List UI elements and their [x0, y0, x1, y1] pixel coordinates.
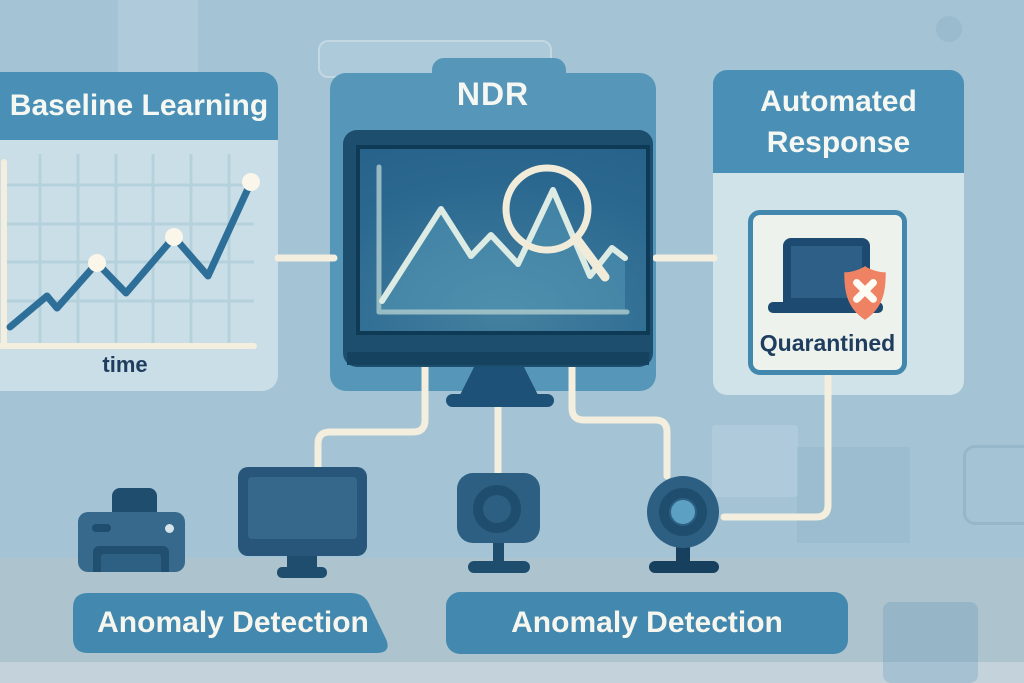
baseline-panel-body — [0, 140, 278, 391]
baseline-panel-header: Baseline Learning — [0, 72, 278, 140]
automated-title-line1: Automated — [760, 84, 917, 118]
ndr-monitor-bottom-strip — [347, 352, 649, 365]
printer-light — [165, 524, 174, 533]
baseline-panel-title: Baseline Learning — [9, 89, 269, 122]
desktop-screen — [248, 477, 357, 539]
round-webcam-lens — [659, 488, 707, 536]
anomaly-label-left-shape — [73, 593, 388, 653]
square-webcam-base — [468, 561, 530, 573]
printer-tray-inner — [101, 554, 161, 572]
monitor-stand-neck — [460, 367, 538, 395]
baseline-data-points — [88, 173, 260, 272]
background-bottom-strip — [0, 662, 1024, 683]
shield-x-icon — [844, 266, 886, 320]
time-axis-label: time — [102, 352, 148, 377]
baseline-trend-line — [6, 178, 255, 331]
printer-icon — [112, 488, 157, 516]
ndr-title: NDR — [456, 76, 530, 112]
quarantine-label: Quarantined — [759, 330, 896, 356]
automated-title-line2: Response — [766, 125, 911, 159]
chart-grid — [2, 154, 254, 345]
automated-response-header: Automated Response — [713, 70, 964, 173]
desktop-base — [277, 567, 327, 578]
screen-anomaly-chart — [376, 164, 630, 315]
chart-axes — [0, 159, 257, 349]
ndr-monitor-screen — [356, 145, 650, 335]
round-webcam-pupil — [671, 500, 695, 524]
monitor-stand-base — [446, 394, 554, 407]
screen-chart-axes — [376, 164, 630, 315]
printer-indicator — [92, 524, 111, 532]
anomaly-label-left: Anomaly Detection — [97, 606, 369, 639]
screen-chart-line — [379, 187, 628, 304]
laptop-base — [768, 302, 883, 313]
round-webcam-base — [649, 561, 719, 573]
square-webcam-lens — [473, 485, 521, 533]
anomaly-label-right: Anomaly Detection — [446, 592, 848, 654]
magnifier-icon — [502, 164, 610, 282]
baseline-chart — [0, 154, 260, 349]
round-webcam-stand — [676, 546, 690, 563]
desktop-stand — [287, 556, 317, 569]
square-webcam-stand — [493, 543, 504, 562]
